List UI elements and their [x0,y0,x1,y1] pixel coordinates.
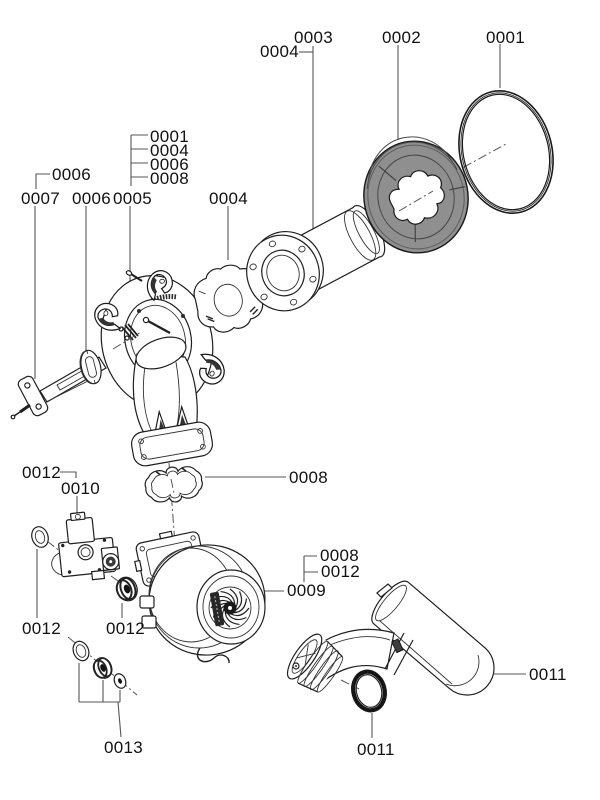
fan-cable [196,647,230,664]
part-0004-tube-flange [246,231,324,312]
part-0012-washer-left [31,526,49,548]
pipe-clamp [384,632,414,676]
part-0002-burner-disc [363,136,469,254]
callout-0007: 0007 [21,189,60,208]
callout-labels: 0003 0002 0001 0004 0001 0004 0006 0008 … [21,28,567,759]
fan-bracket-0008: 0008 [320,546,359,565]
bracket-label-0008: 0008 [150,169,189,188]
foot-flange [130,404,214,467]
callout-0008-gasket: 0008 [289,468,328,487]
part-0009-fan [134,530,266,664]
bracket-label-0001: 0001 [150,127,189,146]
callout-0013: 0013 [104,738,143,757]
bracket-label-0006: 0006 [150,155,189,174]
callout-0010: 0010 [61,479,100,498]
axis-overlays [112,190,434,494]
callout-0011-oring: 0011 [357,740,395,759]
callout-0012-valve-top: 0012 [22,463,61,482]
callout-0006: 0006 [72,189,111,208]
fan-label-band [209,591,225,627]
callout-0001-top: 0001 [486,28,525,47]
part-0005-burner-door [91,268,230,467]
callout-0006-upper: 0006 [52,165,91,184]
fan-bracket-0012: 0012 [321,562,360,581]
part-0013-set [72,640,127,689]
part-0010-gas-valve [51,511,121,581]
leader-lines [34,44,526,738]
callout-0004-top: 0004 [260,42,299,61]
part-0008-gasket [144,466,203,503]
callout-0003-top: 0003 [294,28,333,47]
part-0011-flue-pipe [286,580,495,696]
callout-0002-top: 0002 [382,28,421,47]
callout-0011-pipe: 0011 [529,665,567,684]
part-0012-washer-mid [115,576,138,602]
callout-0009: 0009 [287,581,326,600]
part-0004-burner-gasket [193,264,265,333]
part-0011-oring [351,669,387,713]
callout-0012-left: 0012 [22,619,61,638]
callout-0005: 0005 [113,189,152,208]
part-0006-electrode-gasket [79,349,102,385]
bracket-label-0004: 0004 [150,141,189,160]
part-0001-oring [458,90,554,214]
callout-0004-mid: 0004 [209,189,248,208]
callout-0012-mid: 0012 [106,619,145,638]
fan-wheel [209,587,251,629]
